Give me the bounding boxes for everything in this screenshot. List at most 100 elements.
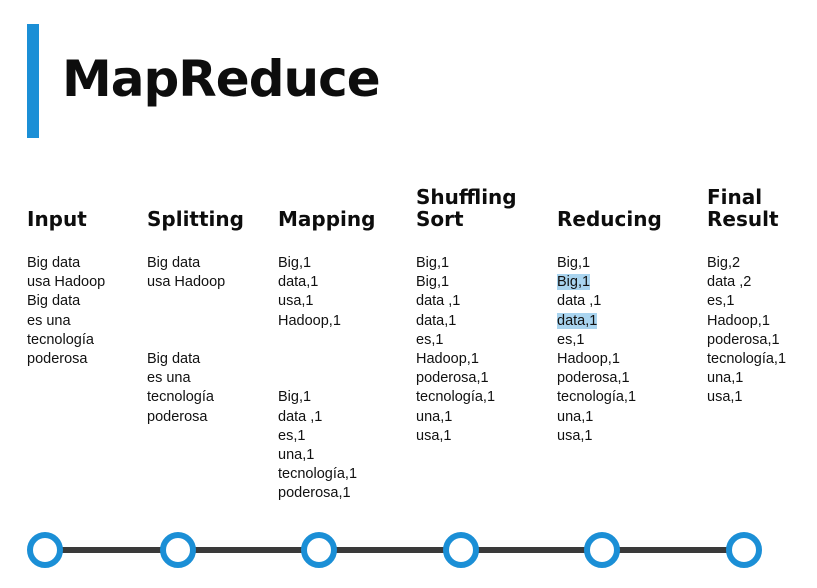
key-value-line: tecnología,1 <box>557 388 636 407</box>
key-value-line: es una <box>147 369 225 388</box>
line-text: poderosa <box>27 350 88 367</box>
key-value-line: Big,2 <box>707 254 786 273</box>
key-value-line: una,1 <box>416 408 495 427</box>
line-text: Hadoop,1 <box>278 312 341 329</box>
stage-header-input: Input <box>27 208 87 230</box>
key-value-line: poderosa,1 <box>278 484 357 503</box>
line-text: Big,1 <box>416 255 450 271</box>
line-text: tecnología,1 <box>557 389 637 406</box>
line-text: usa,1 <box>707 389 743 406</box>
timeline-node <box>160 532 196 568</box>
key-value-line: Hadoop,1 <box>278 312 357 331</box>
line-text: data,1 <box>278 274 319 291</box>
key-value-line: tecnología,1 <box>707 350 786 369</box>
line-text: data ,1 <box>557 293 602 310</box>
key-value-line: usa Hadoop <box>147 273 225 292</box>
timeline-node <box>443 532 479 568</box>
key-value-line: Big data <box>27 254 105 273</box>
key-value-line: es,1 <box>557 331 636 350</box>
line-text: poderosa,1 <box>557 370 630 387</box>
key-value-line: es,1 <box>278 427 357 446</box>
key-value-line: usa,1 <box>278 292 357 311</box>
line-text: tecnología <box>27 331 94 348</box>
timeline-node <box>726 532 762 568</box>
highlighted-line-text: Big,1 <box>557 274 591 291</box>
line-text: Hadoop,1 <box>416 350 479 367</box>
line-text: Big,1 <box>278 255 312 271</box>
key-value-line: tecnología <box>147 388 225 407</box>
stage-header-splitting: Splitting <box>147 208 244 230</box>
key-value-line: tecnología,1 <box>416 388 495 407</box>
key-value-line: poderosa,1 <box>557 369 636 388</box>
stage-header-line: Sort <box>416 207 464 231</box>
key-value-line: data ,2 <box>707 273 786 292</box>
line-text: Big,1 <box>557 255 591 271</box>
key-value-line: Hadoop,1 <box>557 350 636 369</box>
line-text: una,1 <box>416 408 453 425</box>
line-text: es,1 <box>557 331 585 348</box>
key-value-line: Big data <box>147 254 225 273</box>
line-text: data ,1 <box>416 293 461 310</box>
key-value-line: usa,1 <box>416 427 495 446</box>
line-text: es,1 <box>707 293 735 310</box>
timeline-node <box>584 532 620 568</box>
key-value-line: Hadoop,1 <box>416 350 495 369</box>
key-value-line: usa,1 <box>707 388 786 407</box>
line-text: una,1 <box>557 408 594 425</box>
key-value-line: es una <box>27 312 105 331</box>
key-value-line: data,1 <box>416 312 495 331</box>
key-value-line: una,1 <box>278 446 357 465</box>
line-text: es una <box>27 312 71 329</box>
line-text: Hadoop,1 <box>707 312 770 329</box>
line-text: usa,1 <box>416 427 452 444</box>
key-value-line: Big,1 <box>278 254 357 273</box>
stage-header-line: Reducing <box>557 207 662 231</box>
key-value-line: Big,1 <box>416 273 495 292</box>
key-value-line: es,1 <box>707 292 786 311</box>
line-text: tecnología <box>147 389 214 406</box>
stage-header-line: Input <box>27 207 87 231</box>
line-text: tecnología,1 <box>416 389 496 406</box>
line-text: es,1 <box>278 427 306 444</box>
line-text: una,1 <box>707 370 744 387</box>
highlighted-line-text: data,1 <box>557 312 598 329</box>
line-text: usa,1 <box>557 427 593 444</box>
line-text: tecnología,1 <box>278 466 358 483</box>
line-text: poderosa,1 <box>707 331 780 348</box>
key-value-line: data ,1 <box>278 408 357 427</box>
key-value-line: Big,1 <box>416 254 495 273</box>
key-value-line: Big,1 <box>557 273 636 292</box>
key-value-line: una,1 <box>707 369 786 388</box>
key-value-line: Big,1 <box>278 388 357 407</box>
stage-header-line: Splitting <box>147 207 244 231</box>
slide-title: MapReduce <box>62 50 381 108</box>
key-value-line: Hadoop,1 <box>707 312 786 331</box>
line-text: data,1 <box>416 312 457 329</box>
line-text: poderosa,1 <box>416 370 489 387</box>
key-value-line: data,1 <box>557 312 636 331</box>
key-value-line: data ,1 <box>416 292 495 311</box>
key-value-line: una,1 <box>557 408 636 427</box>
key-value-line: tecnología,1 <box>278 465 357 484</box>
key-value-line: data ,1 <box>557 292 636 311</box>
stage-header-reducing: Reducing <box>557 208 662 230</box>
key-value-line: Big,1 <box>557 254 636 273</box>
key-value-line: Big data <box>147 350 225 369</box>
key-value-line: usa Hadoop <box>27 273 105 292</box>
line-text: poderosa <box>147 408 208 425</box>
key-value-line: poderosa <box>147 408 225 427</box>
key-value-line: poderosa,1 <box>707 331 786 350</box>
line-text: usa Hadoop <box>27 274 106 291</box>
line-text: una,1 <box>278 446 315 463</box>
stage-header-mapping: Mapping <box>278 208 375 230</box>
line-text: poderosa,1 <box>278 485 351 502</box>
key-value-line: usa,1 <box>557 427 636 446</box>
